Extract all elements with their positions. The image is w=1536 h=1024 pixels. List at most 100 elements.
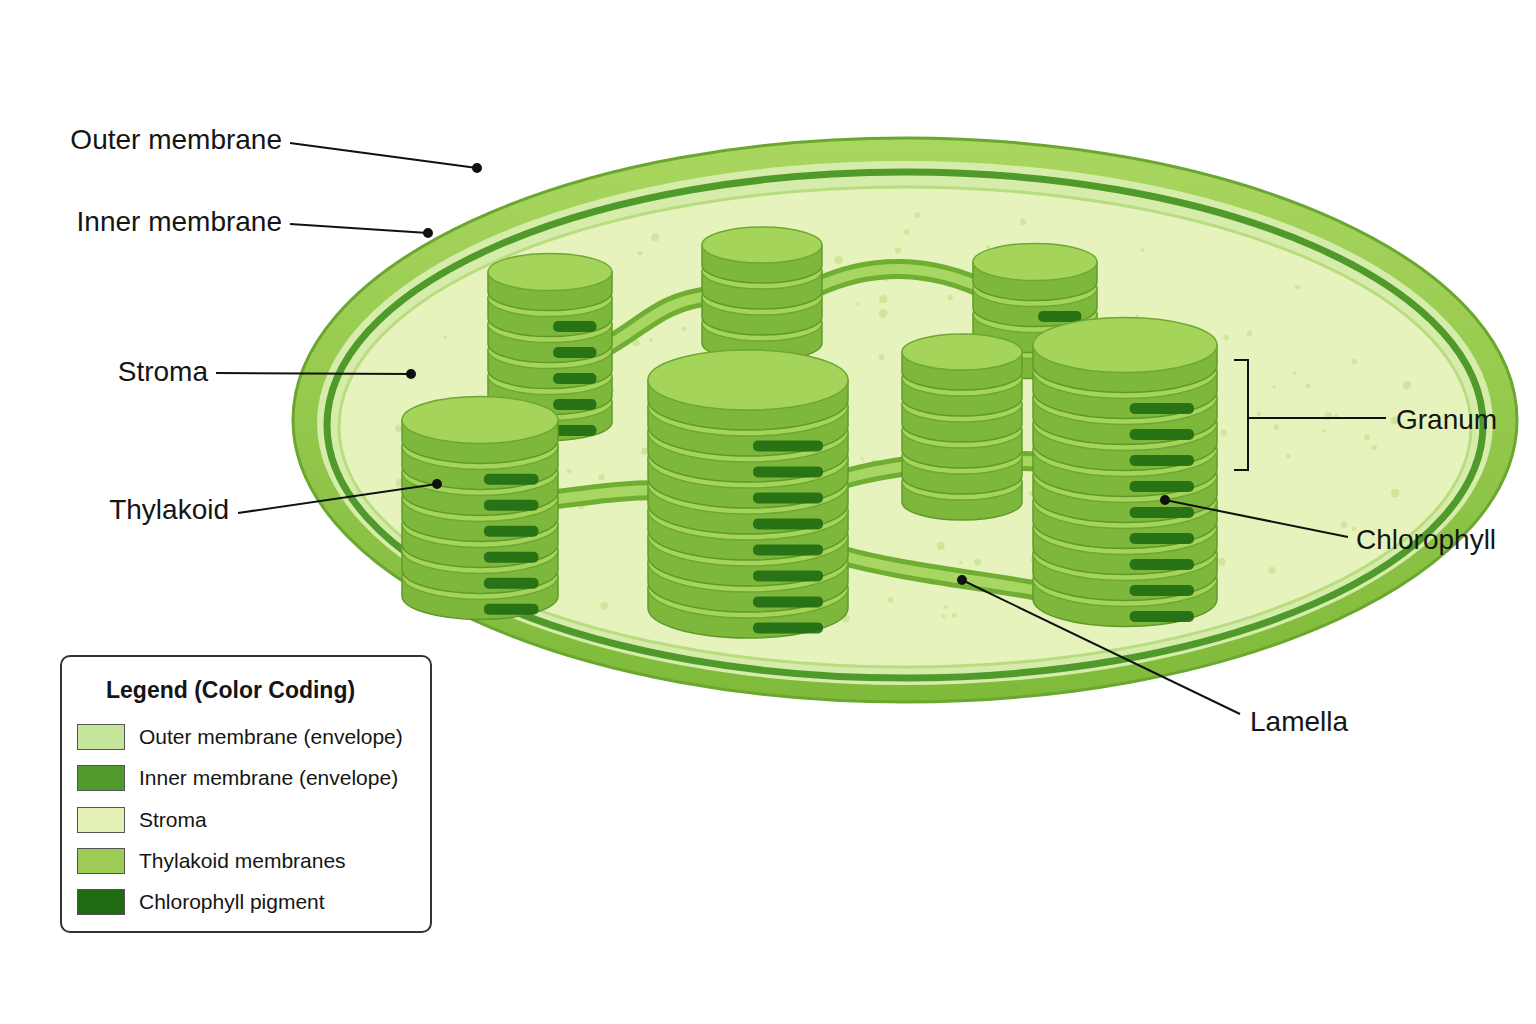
stroma-particle [649,338,653,342]
stroma-particle [937,542,945,550]
stroma-particle [952,613,957,618]
stroma-particle [1273,424,1279,430]
stroma-particle [974,558,981,565]
thylakoid-disc [902,334,1022,370]
chlorophyll-mark [1038,311,1081,322]
stroma-particle [861,457,864,460]
stroma-particle [879,309,888,318]
stroma-particle [1286,454,1291,459]
legend-row: Thylakoid membranes [77,848,417,876]
leader-dot [407,370,415,378]
lamella-tube [840,555,1045,592]
granum-stack [702,227,822,361]
stroma-particle [1391,489,1400,498]
stroma-particle [888,597,894,603]
label-stroma: Stroma [118,356,208,388]
stroma-particle [601,602,609,610]
thylakoid-disc [702,227,822,263]
thylakoid-disc [648,350,848,410]
chlorophyll-mark [553,425,596,436]
granum-stack [648,350,848,638]
stroma-particle [599,474,605,480]
chlorophyll-mark [753,466,823,477]
leader-dot [433,480,441,488]
leader-line [216,373,411,374]
label-granum: Granum [1396,404,1497,436]
chlorophyll-mark [1130,559,1194,570]
lamella-tube [815,269,990,292]
chlorophyll-mark [484,500,539,511]
legend-row: Stroma [77,807,417,835]
stroma-particle [682,327,687,332]
stroma-particle [444,336,447,339]
legend-text: Stroma [139,808,207,832]
stroma-particle [856,302,859,305]
legend-box: Legend (Color Coding)Outer membrane (env… [60,655,432,933]
label-outer-membrane: Outer membrane [70,124,282,156]
stroma-particle [567,469,572,474]
chlorophyll-mark [553,347,596,358]
stroma-particle [879,354,885,360]
granum-bracket [1234,360,1248,470]
stroma-particle [1247,331,1252,336]
chlorophyll-mark [484,552,539,563]
label-lamella: Lamella [1250,706,1348,738]
stroma-particle [948,295,953,300]
legend-text: Chlorophyll pigment [139,890,325,914]
leader-dot [424,229,432,237]
granum-stack [902,334,1022,520]
stroma-particle [959,561,962,564]
stroma-particle [915,212,921,218]
leader-line [290,143,477,168]
chlorophyll-mark [553,373,596,384]
chlorophyll-mark [753,622,823,633]
chlorophyll-mark [1130,455,1194,466]
inner-membrane [327,172,1483,678]
stroma-particle [1273,386,1276,389]
stroma-particle [1257,412,1261,416]
chlorophyll-mark [1130,611,1194,622]
leader-dot [1161,496,1169,504]
thylakoid-disc [973,243,1097,280]
stroma-particle [1140,248,1144,252]
label-chlorophyll: Chlorophyll [1356,524,1496,556]
stroma-particle [1295,284,1300,289]
stroma-particle [1352,527,1356,531]
stroma-particle [1341,522,1348,529]
lamella-tube [600,296,712,350]
stroma-particle [1020,219,1026,225]
chlorophyll-mark [753,518,823,529]
legend-text: Thylakoid membranes [139,849,346,873]
lamella-tube [815,269,990,292]
thylakoid-disc [402,397,558,444]
chlorophyll-mark [1130,533,1194,544]
stroma-particle [638,251,642,255]
stroma-particle [904,229,910,235]
label-thylakoid: Thylakoid [109,494,229,526]
stroma-particle [1217,558,1225,566]
leader-line [1165,500,1348,537]
stroma-particle [986,245,990,249]
stroma-particle [1403,381,1411,389]
legend-row: Inner membrane (envelope) [77,765,417,793]
legend-swatch [77,807,125,833]
stroma-particle [944,605,948,609]
thylakoid-disc [488,253,612,290]
legend-row: Chlorophyll pigment [77,889,417,917]
chlorophyll-mark [484,526,539,537]
stroma-particle [651,233,659,241]
chlorophyll-mark [753,544,823,555]
leader-line [962,580,1240,714]
leader-line [238,484,437,513]
lamella-tube [550,490,660,500]
legend-text: Inner membrane (envelope) [139,766,398,790]
stroma-particle [834,256,843,265]
lamella-tube [840,555,1045,592]
legend-swatch [77,889,125,915]
chlorophyll-mark [1130,403,1194,414]
stroma-particle [1223,335,1229,341]
legend-swatch [77,724,125,750]
stroma-particle [1322,429,1326,433]
label-inner-membrane: Inner membrane [77,206,282,238]
chlorophyll-mark [753,570,823,581]
